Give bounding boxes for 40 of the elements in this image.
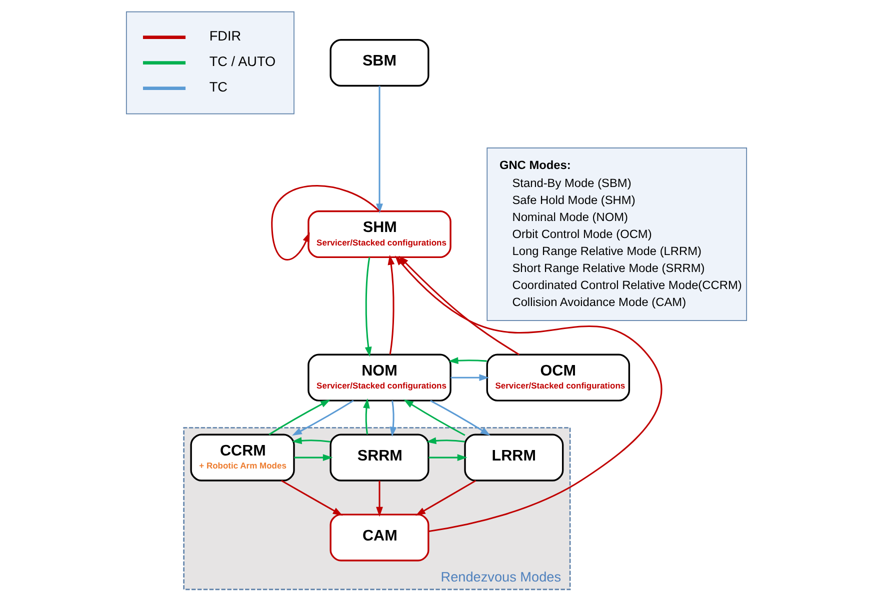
label: Orbit Control Mode (OCM)	[512, 226, 652, 241]
label: Safe Hold Mode (SHM)	[512, 192, 635, 207]
node-box: SHM Servicer/Stacked configurations	[307, 210, 451, 258]
label: Collision Avoidance Mode (CAM)	[512, 294, 686, 309]
label: Nominal Mode (NOM)	[512, 210, 628, 224]
node-box: SBM	[329, 39, 429, 87]
label: Long Range Relative Mode (LRRM)	[512, 244, 701, 258]
arrow	[280, 480, 342, 516]
arrow	[376, 86, 382, 214]
arrow	[448, 357, 486, 364]
node-box: CAM	[329, 514, 429, 562]
legend-label: FDIR	[208, 28, 241, 44]
label: Stand-By Mode (SBM)	[512, 176, 631, 190]
arrow	[426, 437, 465, 444]
arrow	[364, 257, 372, 357]
node-box: OCM Servicer/Stacked configurations	[486, 354, 630, 402]
arrow	[428, 454, 467, 462]
arrow	[387, 254, 394, 355]
legend-label: TC	[208, 80, 228, 95]
arrow	[389, 400, 396, 437]
arrow	[268, 400, 330, 436]
arrow	[402, 399, 465, 436]
node-box: SRRM	[329, 434, 429, 482]
label: Short Range Relative Mode (SRRM)	[512, 260, 704, 275]
legend-label: TC / AUTO	[208, 54, 276, 70]
arrow	[291, 437, 330, 444]
arrow	[394, 256, 662, 532]
node-box: CCRM + Robotic Arm Modes	[190, 434, 294, 482]
arrow	[292, 400, 354, 436]
label: Coordinated Control Relative Mode(CCRM)	[512, 278, 742, 292]
node-box: LRRM	[464, 434, 564, 482]
arrow	[376, 480, 382, 517]
label: GNC Modes:	[498, 158, 570, 172]
arrow	[398, 256, 520, 356]
node-box: NOM Servicer/Stacked configurations	[307, 354, 451, 402]
arrow	[450, 374, 489, 382]
arrow	[430, 400, 490, 436]
arrow	[415, 480, 476, 516]
arrow	[362, 398, 370, 435]
arrow	[294, 454, 332, 462]
